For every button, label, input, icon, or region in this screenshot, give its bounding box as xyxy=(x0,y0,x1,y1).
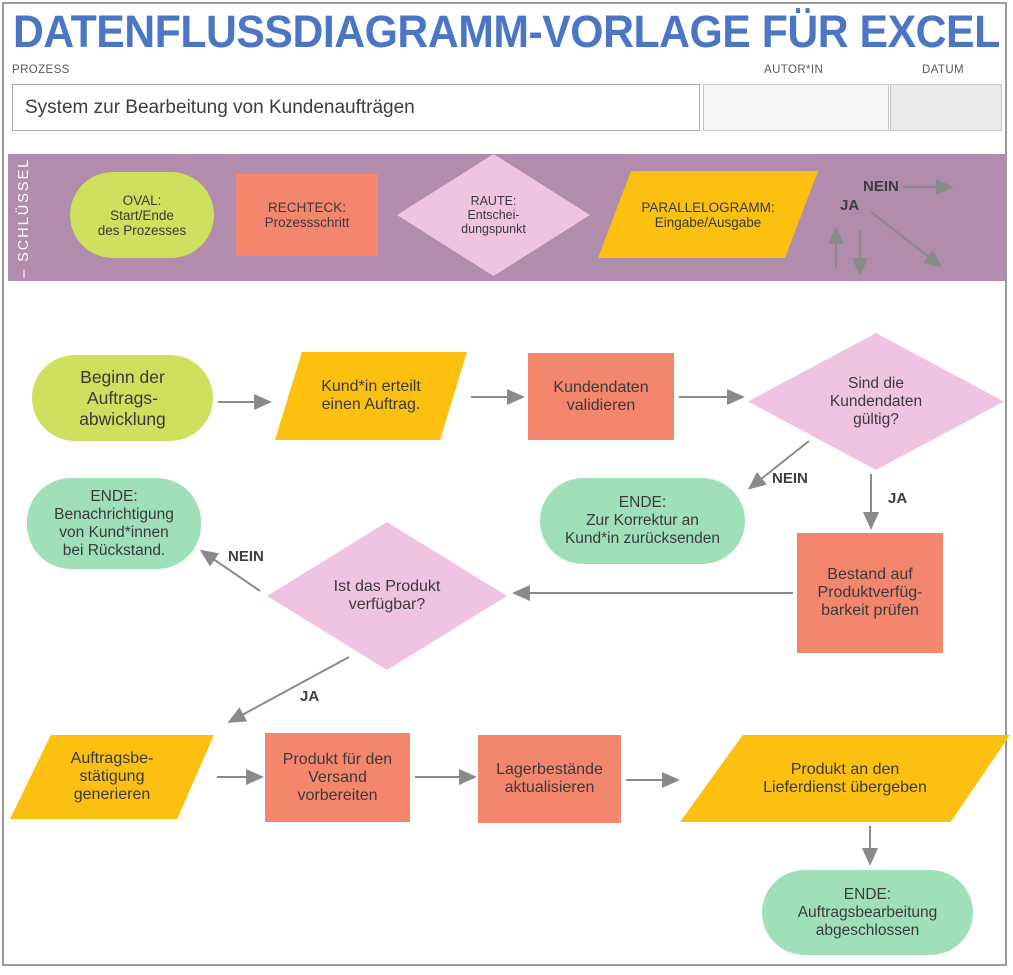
edge-label-nein-valid: NEIN xyxy=(772,470,808,487)
node-update-inventory-label: Lagerbestände aktualisieren xyxy=(496,761,603,796)
legend-rechteck-label: RECHTECK: Prozessschritt xyxy=(264,200,350,230)
legend-oval-shape: OVAL: Start/Ende des Prozesses xyxy=(70,172,214,258)
node-validate: Kundendaten validieren xyxy=(528,353,674,440)
edge-label-ja-valid: JA xyxy=(888,490,908,507)
legend-parallelogramm-label: PARALLELOGRAMM: Eingabe/Ausgabe xyxy=(641,199,775,230)
legend-oval-label: OVAL: Start/Ende des Prozesses xyxy=(97,192,187,238)
node-validate-label: Kundendaten validieren xyxy=(553,378,649,414)
node-end-backorder-label: ENDE: Benachrichtigung von Kund*innen be… xyxy=(54,487,174,559)
edge-label-ja-available: JA xyxy=(300,688,320,705)
node-start: Beginn der Auftrags- abwicklung xyxy=(32,355,213,441)
legend-ja-label: JA xyxy=(840,197,860,214)
datum-field[interactable] xyxy=(890,84,1002,131)
node-end-complete-label: ENDE: Auftragsbearbeitung abgeschlossen xyxy=(797,885,938,939)
arrow-ja-to-confirmation xyxy=(227,656,350,723)
node-decision-valid: Sind die Kundendaten gültig? xyxy=(748,333,1004,470)
node-handover-delivery-label: Produkt an den Lieferdienst übergeben xyxy=(763,760,927,796)
prozess-label: PROZESS xyxy=(12,64,70,76)
node-decision-available-label: Ist das Produkt verfügbar? xyxy=(333,578,441,613)
legend-rechteck-shape: RECHTECK: Prozessschritt xyxy=(236,174,378,256)
node-order-input: Kund*in erteilt einen Auftrag. xyxy=(275,352,467,440)
node-end-backorder: ENDE: Benachrichtigung von Kund*innen be… xyxy=(27,478,201,569)
node-end-complete: ENDE: Auftragsbearbeitung abgeschlossen xyxy=(762,870,973,955)
node-generate-confirmation-label: Auftragsbe- stätigung generieren xyxy=(70,750,154,803)
autorin-field[interactable] xyxy=(703,84,889,131)
legend-title: – SCHLÜSSEL – xyxy=(16,142,32,278)
datum-label: DATUM xyxy=(922,64,965,76)
node-generate-confirmation: Auftragsbe- stätigung generieren xyxy=(10,735,214,819)
autorin-label: AUTOR*IN xyxy=(764,64,824,76)
edge-label-nein-available: NEIN xyxy=(228,548,264,565)
legend-nein-label: NEIN xyxy=(863,178,899,195)
legend-raute-label: RAUTE: Entschei- dungspunkt xyxy=(461,194,526,236)
node-start-label: Beginn der Auftrags- abwicklung xyxy=(79,366,166,429)
node-end-correction-label: ENDE: Zur Korrektur an Kund*in zurücksen… xyxy=(564,494,721,547)
legend-parallelogramm-shape: PARALLELOGRAMM: Eingabe/Ausgabe xyxy=(598,171,818,258)
node-handover-delivery: Produkt an den Lieferdienst übergeben xyxy=(680,735,1010,822)
prozess-value: System zur Bearbeitung von Kundenaufträg… xyxy=(25,96,415,118)
node-order-input-label: Kund*in erteilt einen Auftrag. xyxy=(321,378,421,413)
node-update-inventory: Lagerbestände aktualisieren xyxy=(478,735,621,823)
prozess-field[interactable]: System zur Bearbeitung von Kundenaufträg… xyxy=(12,84,700,131)
node-prepare-shipping-label: Produkt für den Versand vorbereiten xyxy=(282,750,393,804)
node-end-correction: ENDE: Zur Korrektur an Kund*in zurücksen… xyxy=(540,478,745,564)
node-prepare-shipping: Produkt für den Versand vorbereiten xyxy=(265,733,410,822)
node-check-stock-label: Bestand auf Produktverfüg- barkeit prüfe… xyxy=(817,566,923,619)
node-check-stock: Bestand auf Produktverfüg- barkeit prüfe… xyxy=(797,533,943,653)
page-title: DATENFLUSSDIAGRAMM-VORLAGE FÜR EXCEL xyxy=(13,6,1000,57)
node-decision-available: Ist das Produkt verfügbar? xyxy=(267,522,507,670)
node-decision-valid-label: Sind die Kundendaten gültig? xyxy=(829,374,923,428)
